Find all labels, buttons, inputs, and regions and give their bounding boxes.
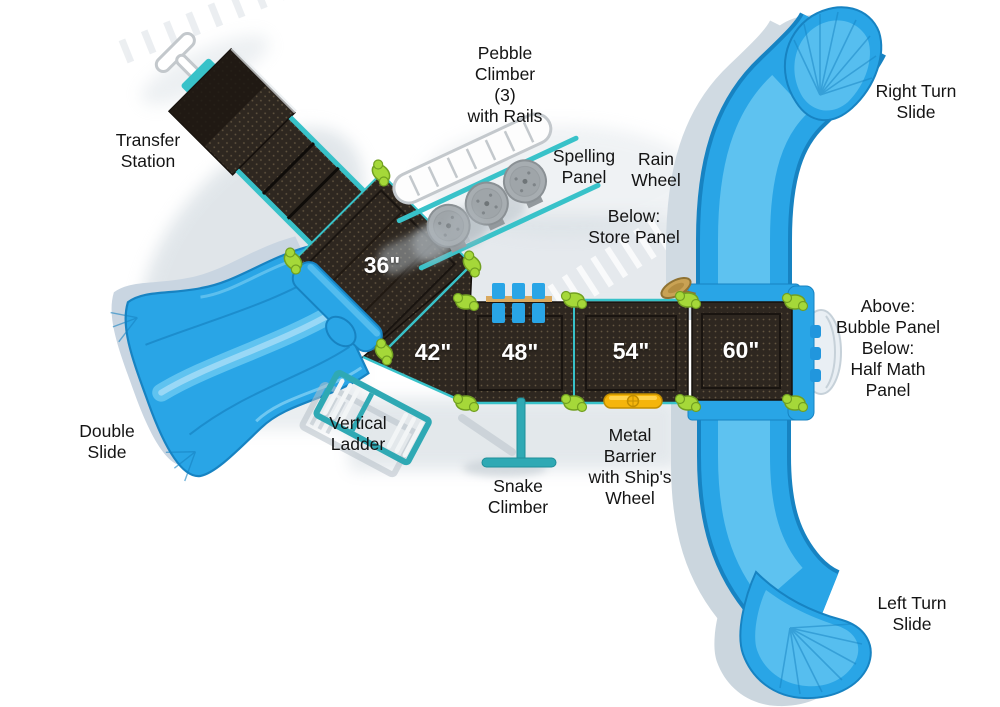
top-stripe-shadows xyxy=(118,0,290,64)
vertical-ladder xyxy=(313,370,432,466)
deck-60 xyxy=(687,283,842,421)
deck-42 xyxy=(361,262,473,405)
double-slide xyxy=(110,245,370,482)
spelling-panel xyxy=(486,283,552,323)
deck-54 xyxy=(573,298,689,405)
snake-climber xyxy=(481,397,557,468)
ships-wheel-barrier xyxy=(603,393,663,409)
rail-shadow-stripes xyxy=(547,218,671,316)
right-turn-slide xyxy=(696,6,886,312)
left-turn-slide xyxy=(697,394,872,700)
